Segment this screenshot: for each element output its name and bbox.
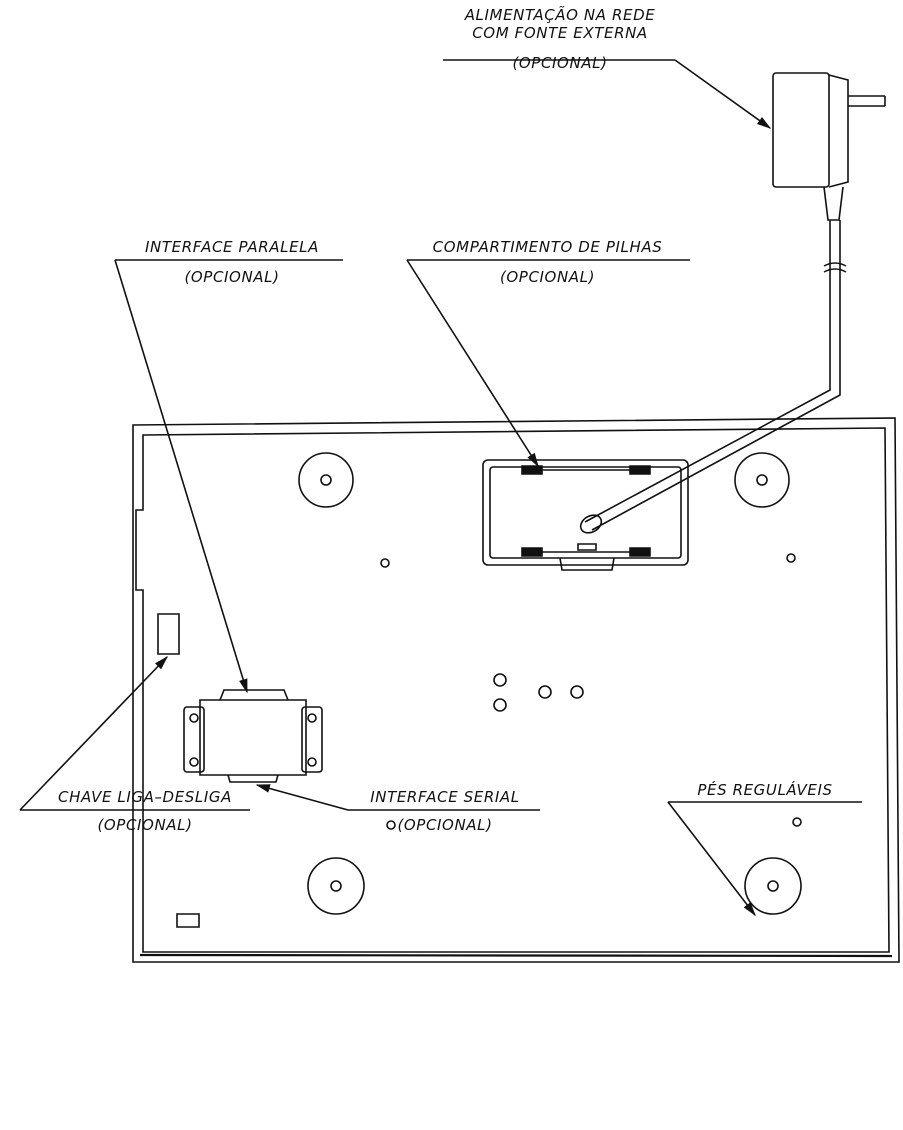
adjustment-hole bbox=[494, 674, 506, 686]
adjustment-hole bbox=[571, 686, 583, 698]
adjustable-foot bbox=[308, 858, 364, 914]
power-cable bbox=[585, 220, 840, 530]
power-switch-label: CHAVE LIGA–DESLIGA (OPCIONAL) bbox=[30, 788, 260, 834]
adjustment-hole bbox=[494, 699, 506, 711]
feet-label-line1: PÉS REGULÁVEIS bbox=[697, 781, 833, 799]
battery-label-line2: (OPCIONAL) bbox=[499, 268, 596, 286]
serial-label-line1: INTERFACE SERIAL bbox=[370, 788, 520, 806]
serial-interface-label: INTERFACE SERIAL (OPCIONAL) bbox=[345, 788, 545, 834]
power-switch bbox=[158, 614, 179, 654]
parallel-interface-label: INTERFACE PARALELA (OPCIONAL) bbox=[117, 238, 347, 286]
adjustable-foot bbox=[299, 453, 353, 507]
battery-compartment-label: COMPARTIMENTO DE PILHAS (OPCIONAL) bbox=[405, 238, 690, 286]
power-label-line3: (OPCIONAL) bbox=[512, 54, 608, 72]
battery-compartment bbox=[483, 460, 688, 570]
adjustable-foot bbox=[745, 858, 801, 914]
adjustable-foot bbox=[735, 453, 789, 507]
power-label: ALIMENTAÇÃO NA REDE COM FONTE EXTERNA (O… bbox=[445, 6, 675, 72]
mounting-hole bbox=[387, 821, 395, 829]
serial-label-line2: (OPCIONAL) bbox=[397, 816, 493, 834]
mounting-hole bbox=[793, 818, 801, 826]
interface-connector bbox=[184, 690, 322, 782]
parallel-label-line1: INTERFACE PARALELA bbox=[145, 238, 319, 256]
switch-label-line1: CHAVE LIGA–DESLIGA bbox=[58, 788, 232, 806]
mounting-hole bbox=[381, 559, 389, 567]
power-label-line2: COM FONTE EXTERNA bbox=[472, 24, 648, 42]
switch-label-line2: (OPCIONAL) bbox=[97, 816, 193, 834]
power-label-line1: ALIMENTAÇÃO NA REDE bbox=[464, 6, 656, 24]
device-body-inner-edge bbox=[136, 428, 889, 952]
vent-slot bbox=[177, 914, 199, 927]
battery-label-line1: COMPARTIMENTO DE PILHAS bbox=[432, 238, 663, 256]
parallel-label-line2: (OPCIONAL) bbox=[184, 268, 280, 286]
adjustable-feet-label: PÉS REGULÁVEIS bbox=[668, 781, 862, 799]
mounting-hole bbox=[787, 554, 795, 562]
adjustment-hole bbox=[539, 686, 551, 698]
device-body-outline bbox=[133, 418, 899, 962]
power-adapter bbox=[579, 73, 885, 534]
